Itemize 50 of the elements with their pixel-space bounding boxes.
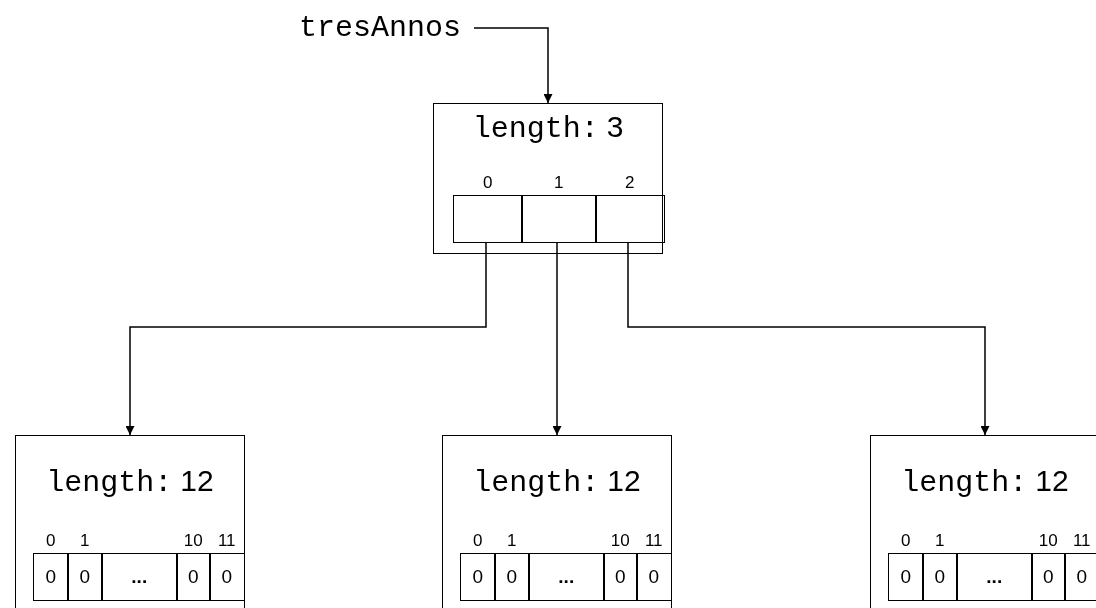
index-label: 11 xyxy=(1071,531,1092,551)
arrow xyxy=(125,241,487,436)
field-value: 3 xyxy=(606,110,624,144)
cell-value: 0 xyxy=(472,566,484,588)
field-name: length: xyxy=(46,466,173,500)
field-value: 12 xyxy=(180,464,214,498)
arrow xyxy=(627,241,990,436)
arrow xyxy=(552,241,562,436)
cell-value: 0 xyxy=(221,566,233,588)
field-name: length: xyxy=(472,112,599,146)
cell-value: 0 xyxy=(187,566,199,588)
cell-value: 0 xyxy=(900,566,912,588)
index-label: 1 xyxy=(934,531,946,551)
field-name: length: xyxy=(473,466,600,500)
field-value: 12 xyxy=(1035,464,1069,498)
index-label: 2 xyxy=(624,173,636,193)
cell-value: 0 xyxy=(506,566,518,588)
array-box xyxy=(870,435,1096,608)
index-label: 0 xyxy=(482,173,494,193)
index-label: 11 xyxy=(216,531,237,551)
index-label: 11 xyxy=(643,531,664,551)
cell-value: 0 xyxy=(79,566,91,588)
cell-value: 0 xyxy=(1042,566,1054,588)
array-box xyxy=(442,435,672,608)
index-label: 0 xyxy=(45,531,57,551)
cell-value: 0 xyxy=(45,566,57,588)
field-name: length: xyxy=(901,466,1028,500)
cell-value: 0 xyxy=(648,566,660,588)
cell-value: 0 xyxy=(614,566,626,588)
field-value: 12 xyxy=(607,464,641,498)
array-box xyxy=(15,435,245,608)
cell-value: ... xyxy=(986,566,1003,588)
index-label: 10 xyxy=(1037,531,1059,551)
array-cell xyxy=(528,553,605,601)
index-label: 1 xyxy=(553,173,565,193)
arrow xyxy=(473,27,553,104)
cell-value: ... xyxy=(131,566,148,588)
array-cell xyxy=(956,553,1033,601)
cell-value: 0 xyxy=(1076,566,1088,588)
array-box xyxy=(433,103,663,254)
index-label: 10 xyxy=(182,531,204,551)
array-cell xyxy=(101,553,178,601)
cell-value: 0 xyxy=(934,566,946,588)
index-label: 0 xyxy=(472,531,484,551)
index-label: 1 xyxy=(79,531,91,551)
index-label: 10 xyxy=(609,531,631,551)
index-label: 0 xyxy=(900,531,912,551)
cell-value: ... xyxy=(558,566,575,588)
index-label: 1 xyxy=(506,531,518,551)
variable-name: tresAnnos xyxy=(286,10,474,46)
